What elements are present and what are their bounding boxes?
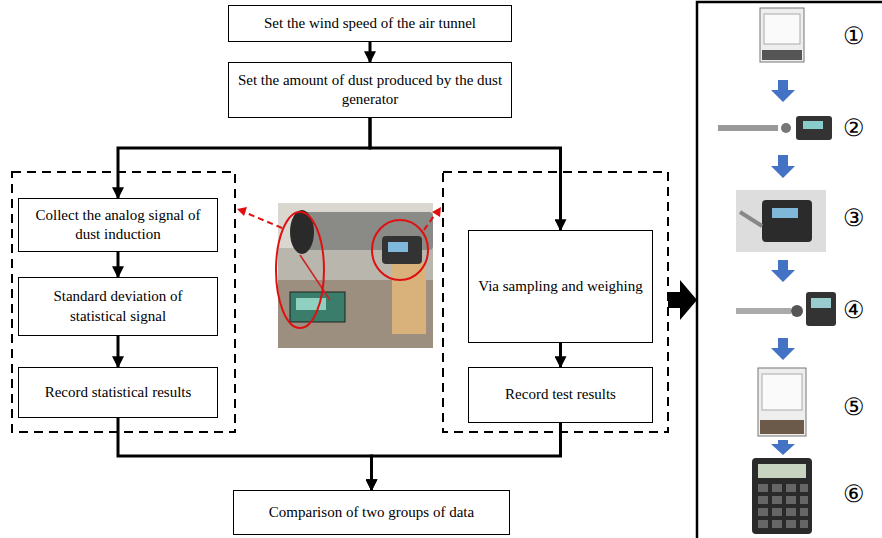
callout-number: ③ xyxy=(843,206,865,230)
box-text: Standard deviation of statistical signal xyxy=(25,287,211,326)
callout-number: ⑤ xyxy=(843,395,865,419)
process-box: Set the wind speed of the air tunnel xyxy=(228,5,512,42)
callout-number: ⑥ xyxy=(843,482,865,506)
connector xyxy=(369,42,372,62)
callout-number: ④ xyxy=(843,298,865,322)
dashed-group xyxy=(12,172,235,432)
connector xyxy=(559,343,562,367)
callout-number: ② xyxy=(843,116,865,140)
process-box: Set the amount of dust produced by the d… xyxy=(228,62,512,118)
process-box: Via sampling and weighing xyxy=(468,230,653,343)
box-text: Set the amount of dust produced by the d… xyxy=(235,71,505,110)
box-text: Comparison of two groups of data xyxy=(269,503,474,523)
box-text: Record test results xyxy=(505,385,616,405)
process-box: Collect the analog signal of dust induct… xyxy=(18,198,218,252)
procedure-panel xyxy=(697,2,882,538)
box-text: Set the wind speed of the air tunnel xyxy=(264,14,476,34)
procedure-icons xyxy=(718,8,836,534)
connector xyxy=(370,118,561,230)
connector xyxy=(117,252,120,277)
block-arrow xyxy=(668,280,697,320)
process-box: Standard deviation of statistical signal xyxy=(18,277,218,336)
process-box: Record statistical results xyxy=(18,367,218,418)
process-box: Comparison of two groups of data xyxy=(233,490,510,535)
connector xyxy=(118,118,370,198)
connector xyxy=(118,418,372,490)
dashed-group xyxy=(443,172,668,432)
photo xyxy=(237,203,441,348)
connector xyxy=(117,336,120,367)
process-box: Record test results xyxy=(468,367,653,423)
box-text: Record statistical results xyxy=(45,383,192,403)
callout-number: ① xyxy=(843,24,865,48)
box-text: Collect the analog signal of dust induct… xyxy=(25,206,211,245)
connector xyxy=(372,423,561,490)
box-text: Via sampling and weighing xyxy=(478,277,643,297)
